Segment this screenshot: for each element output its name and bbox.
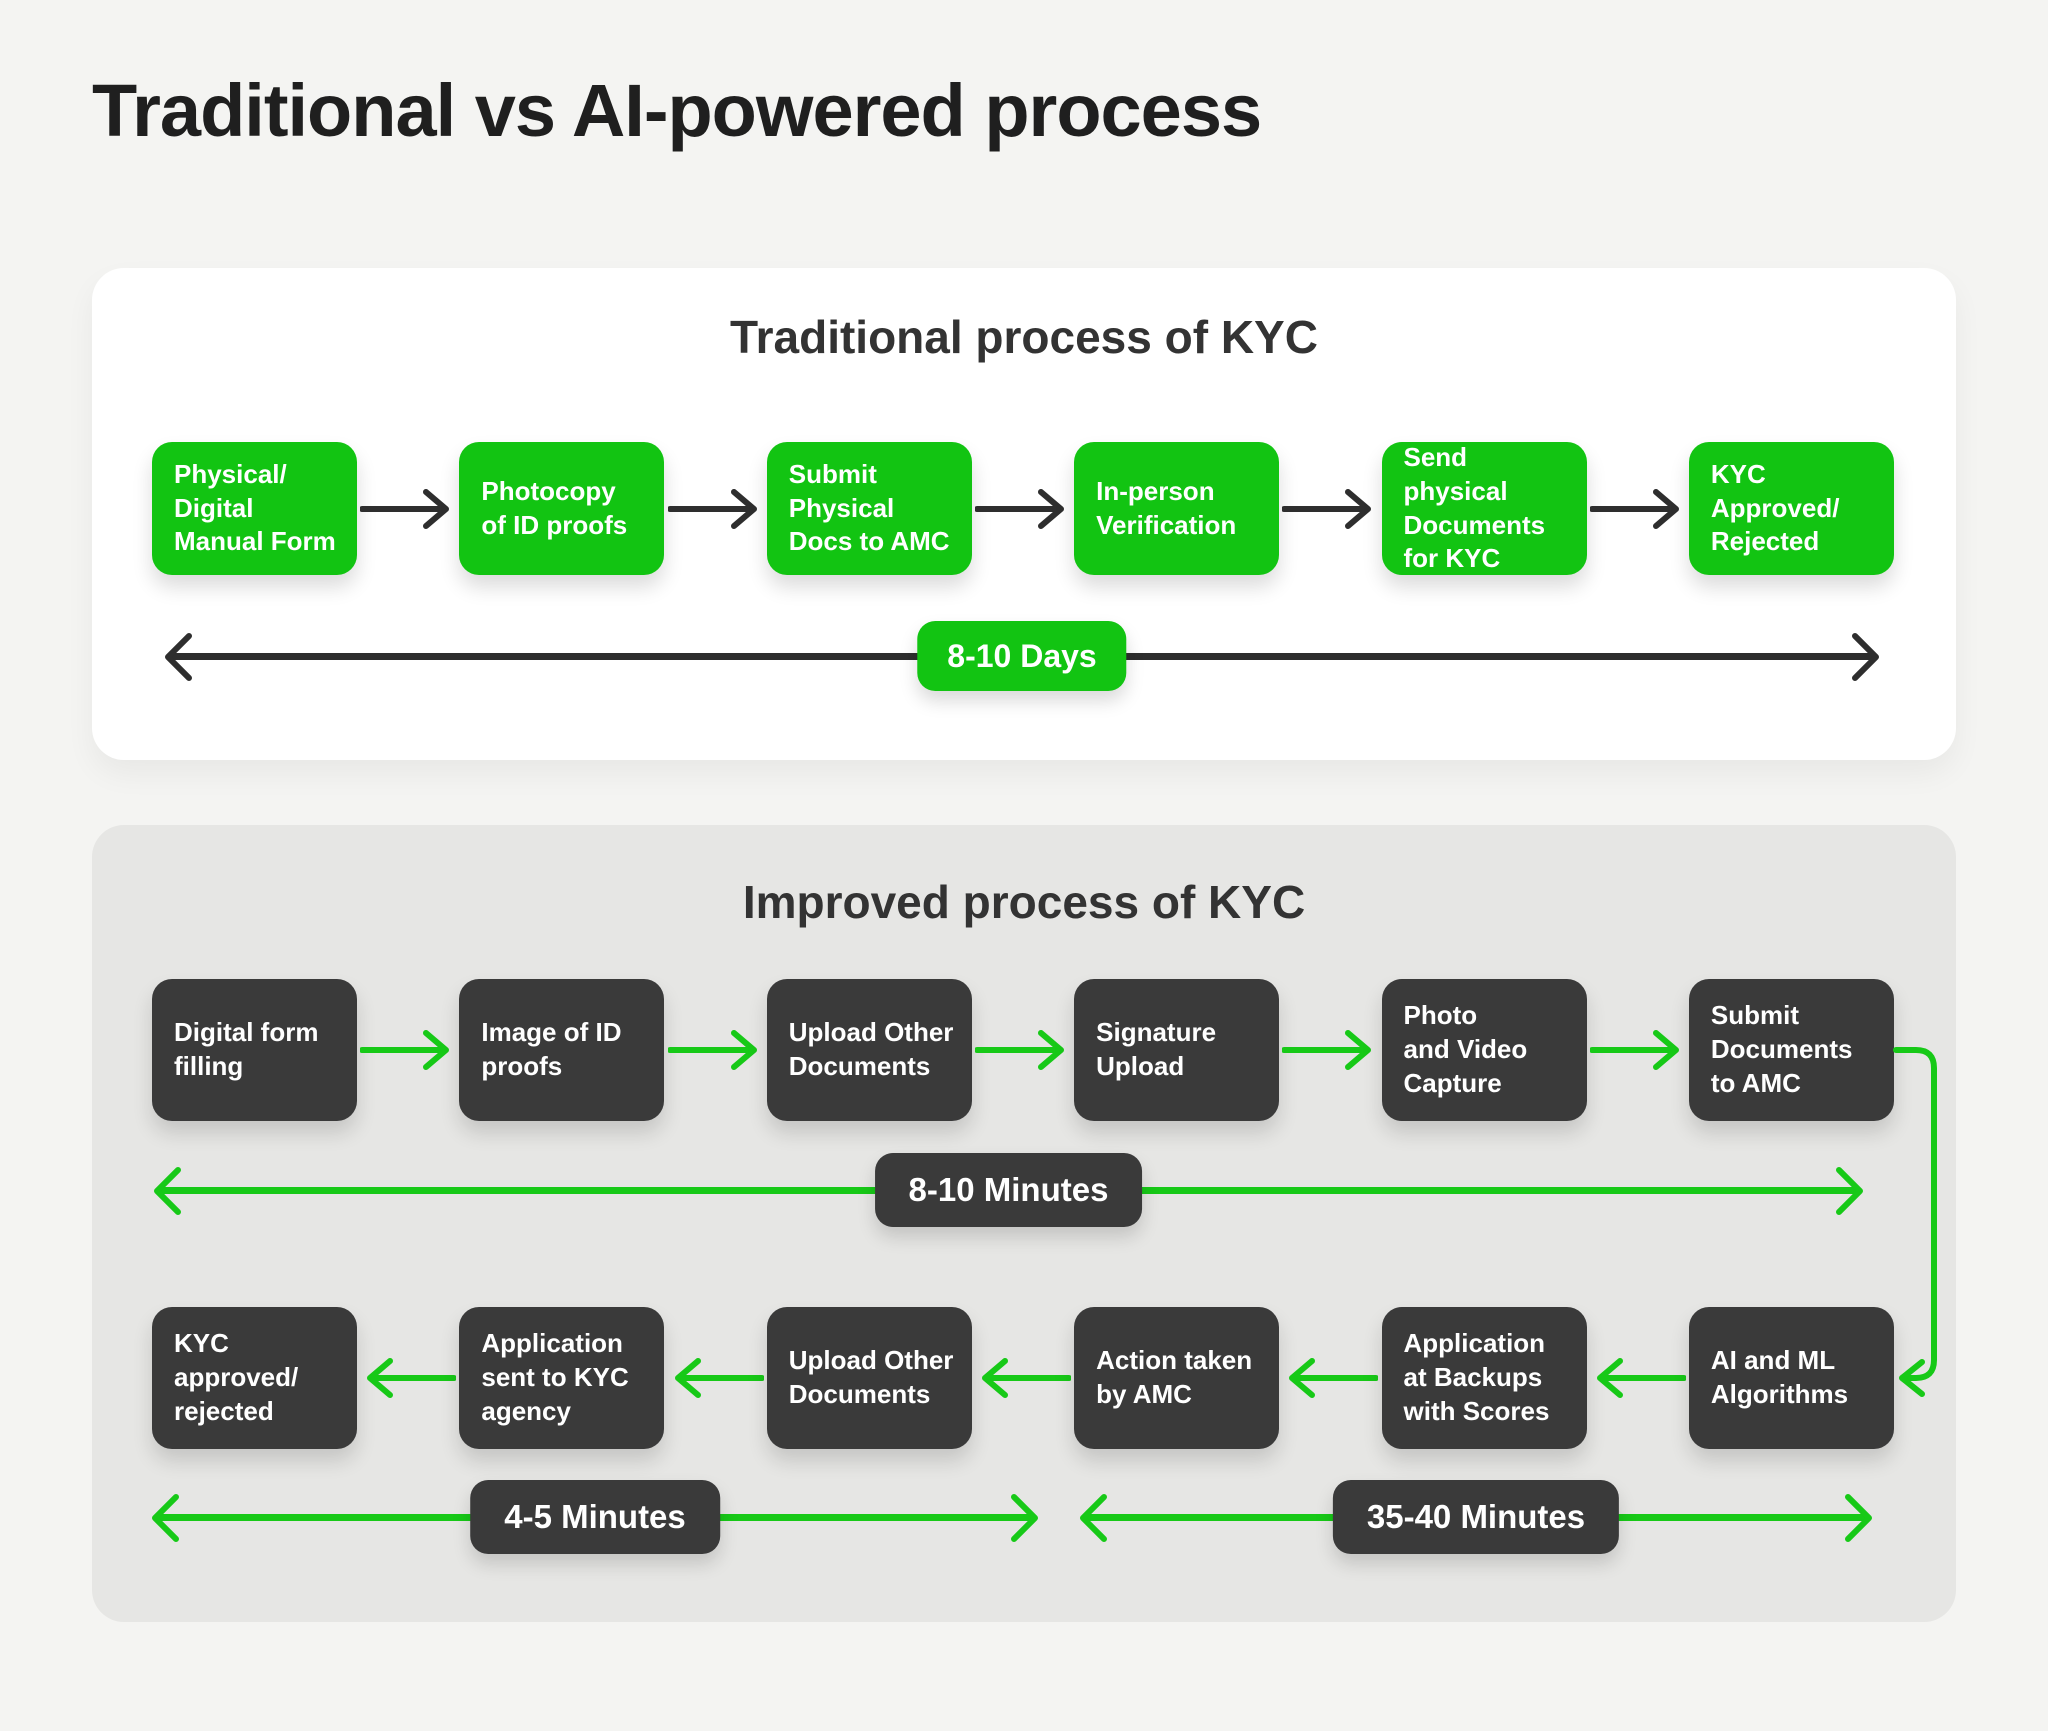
step-label: Image of ID proofs: [481, 1017, 622, 1081]
step-box: Photocopy of ID proofs: [459, 442, 665, 575]
arrow-right-icon: [1852, 633, 1879, 681]
step-label: KYC Approved/ Rejected: [1710, 458, 1840, 557]
improved-process-card: Improved process of KYC Digital form fil…: [92, 825, 1956, 1622]
step-label: Submit Documents to AMC: [1710, 1000, 1853, 1098]
improved-step-row-2: KYC approved/ rejected Application sent …: [152, 1307, 1894, 1449]
step-box: Signature Upload: [1074, 979, 1280, 1121]
step-box: Digital form filling: [152, 979, 357, 1121]
arrow-right-icon: [1282, 488, 1372, 529]
step-box: Application sent to KYC agency: [459, 1307, 665, 1449]
traditional-section-title: Traditional process of KYC: [730, 311, 1318, 363]
arrow-left-icon: [367, 1358, 457, 1398]
step-label: In-person Verification: [1096, 475, 1237, 540]
arrow-right-icon: [667, 488, 757, 529]
step-label: AI and ML Algorithms: [1710, 1345, 1849, 1409]
step-label: Application sent to KYC agency: [481, 1328, 629, 1426]
step-label: Physical/ Digital Manual Form: [174, 458, 336, 557]
step-box: In-person Verification: [1074, 442, 1280, 575]
arrow-right-icon: [974, 1030, 1064, 1070]
traditional-step-row: Physical/ Digital Manual Form Photocopy …: [152, 442, 1894, 575]
step-box: Submit Documents to AMC: [1688, 979, 1894, 1121]
duration-pill: 8-10 Minutes: [874, 1153, 1143, 1227]
step-label: Digital form filling: [174, 1017, 319, 1081]
step-box: Physical/ Digital Manual Form: [152, 442, 357, 575]
step-label: Signature Upload: [1096, 1017, 1217, 1081]
arrow-right-icon: [667, 1030, 757, 1070]
arrow-left-icon: [1080, 1494, 1107, 1542]
page-title: Traditional vs AI-powered process: [92, 69, 1262, 152]
step-box: Image of ID proofs: [459, 979, 665, 1121]
arrow-right-icon: [1836, 1167, 1863, 1215]
arrow-left-icon: [1289, 1358, 1379, 1398]
step-box: Send physical Documents for KYC: [1381, 441, 1587, 575]
step-label: Send physical Documents for KYC: [1403, 441, 1546, 574]
arrow-right-icon: [1282, 1030, 1372, 1070]
arrow-right-icon: [1589, 488, 1679, 529]
arrow-left-icon: [165, 633, 192, 681]
step-box: Application at Backups with Scores: [1381, 1307, 1587, 1449]
step-box: Upload Other Documents: [766, 979, 972, 1121]
step-label: Action taken by AMC: [1096, 1345, 1253, 1409]
arrow-right-icon: [1589, 1030, 1679, 1070]
step-label: Upload Other Documents: [788, 1345, 954, 1409]
step-label: KYC approved/ rejected: [174, 1328, 299, 1426]
arrow-left-icon: [674, 1358, 764, 1398]
step-label: Application at Backups with Scores: [1403, 1328, 1550, 1426]
arrow-left-icon: [154, 1167, 181, 1215]
arrow-right-icon: [1845, 1494, 1872, 1542]
traditional-process-card: Traditional process of KYC Physical/ Dig…: [92, 268, 1956, 760]
step-box: Action taken by AMC: [1074, 1307, 1280, 1449]
improved-row1-duration-arrow: 8-10 Minutes: [152, 1153, 1865, 1227]
arrow-left-icon: [152, 1494, 179, 1542]
step-label: Photo and Video Capture: [1403, 1000, 1528, 1098]
arrow-left-icon: [981, 1358, 1071, 1398]
arrow-right-icon: [360, 1030, 450, 1070]
step-label: Photocopy of ID proofs: [481, 475, 628, 540]
step-box: AI and ML Algorithms: [1688, 1307, 1894, 1449]
step-label: Submit Physical Docs to AMC: [788, 458, 950, 557]
improved-row2-left-duration-arrow: 4-5 Minutes: [150, 1480, 1040, 1554]
improved-step-row-1: Digital form filling Image of ID proofs …: [152, 979, 1894, 1121]
step-box: Submit Physical Docs to AMC: [766, 442, 972, 575]
step-box: KYC approved/ rejected: [152, 1307, 357, 1449]
step-box: Upload Other Documents: [766, 1307, 972, 1449]
improved-row2-right-duration-arrow: 35-40 Minutes: [1078, 1480, 1874, 1554]
arrow-right-icon: [1011, 1494, 1038, 1542]
improved-section-title: Improved process of KYC: [742, 876, 1306, 928]
traditional-duration-arrow: 8-10 Days: [163, 620, 1881, 692]
arrow-left-icon: [1596, 1358, 1686, 1398]
arrow-right-icon: [360, 488, 450, 529]
duration-pill: 8-10 Days: [917, 621, 1127, 691]
step-box: KYC Approved/ Rejected: [1688, 442, 1894, 575]
step-label: Upload Other Documents: [788, 1017, 954, 1081]
duration-pill: 4-5 Minutes: [470, 1480, 720, 1554]
duration-pill: 35-40 Minutes: [1332, 1480, 1620, 1554]
arrow-right-icon: [974, 488, 1064, 529]
step-box: Photo and Video Capture: [1381, 979, 1587, 1121]
